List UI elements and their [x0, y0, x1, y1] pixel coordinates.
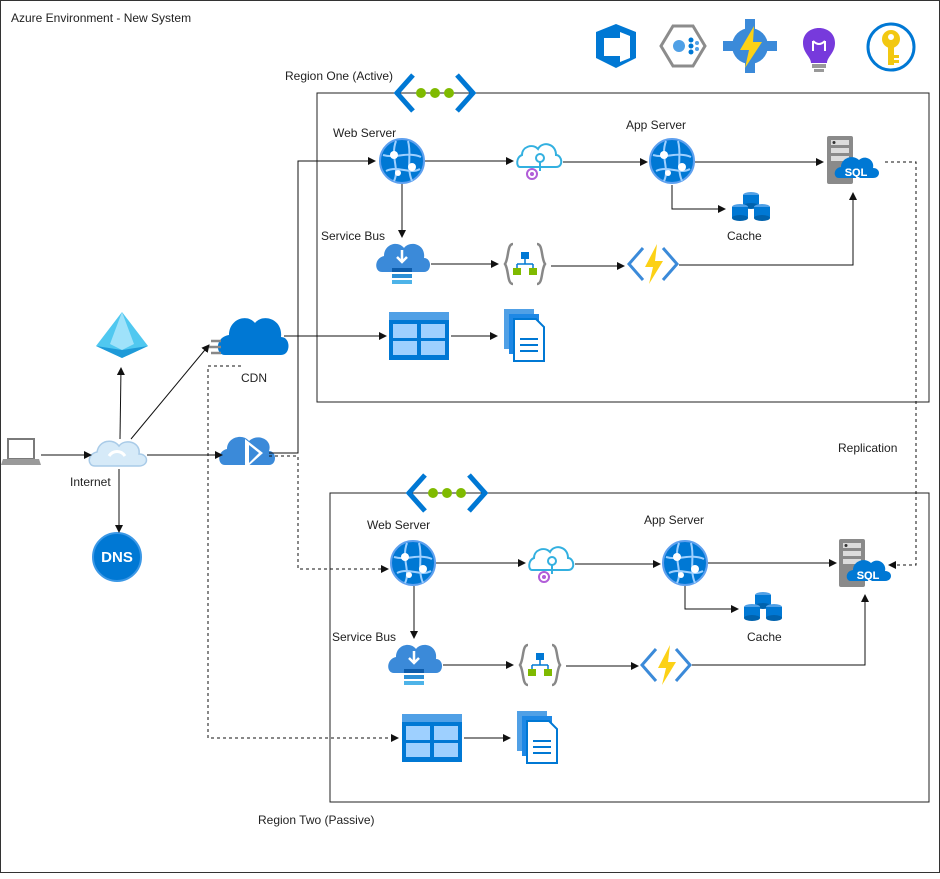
devops-icon: [596, 24, 636, 68]
r2-function-to-sql: [692, 594, 869, 666]
r1-cache-label: Cache: [727, 229, 762, 243]
r1-logic-app-icon: [503, 242, 547, 286]
r1-app-to-cache: [671, 185, 726, 213]
dns-label: DNS: [101, 549, 133, 566]
r2-api-management-icon: [528, 546, 575, 583]
r1-app-server-label: App Server: [626, 118, 686, 132]
region-two-label: Region Two (Passive): [258, 813, 375, 827]
r2-documents-icon: [516, 710, 558, 764]
tm-to-r1-web: [269, 157, 376, 454]
r1-service-bus-icon: [374, 242, 432, 286]
diagram-title: Azure Environment - New System: [11, 11, 191, 25]
r2-app-to-cache: [684, 586, 739, 613]
automation-icon: [723, 19, 777, 73]
internet-label: Internet: [70, 475, 111, 489]
r1-function-to-sql: [679, 192, 857, 266]
r1-function-icon: [627, 242, 679, 286]
dns-icon: DNS: [92, 532, 142, 582]
key-vault-icon: [866, 22, 916, 72]
r1-web-server-icon: [379, 138, 425, 184]
r1-api-management-icon: [516, 143, 563, 180]
r2-app-server-icon: [662, 540, 708, 586]
cdn-label: CDN: [241, 371, 267, 385]
r2-service-bus-icon: [386, 643, 444, 687]
tm-to-r2-web: [269, 455, 389, 573]
cdn-to-r2-storage: [207, 365, 399, 742]
r2-sql-label: SQL: [857, 570, 880, 582]
r1-app-server-icon: [649, 138, 695, 184]
cdn-icon: [209, 318, 289, 355]
region-one-label: Region One (Active): [285, 69, 393, 83]
replication-connector: [885, 161, 917, 569]
r2-function-icon: [640, 643, 692, 687]
r2-web-server-icon: [390, 540, 436, 586]
replication-label: Replication: [838, 441, 897, 455]
r1-cache-icon: [732, 192, 770, 221]
traffic-manager-icon: [219, 436, 275, 469]
region-two-box: [329, 492, 930, 803]
aks-icon: [659, 24, 707, 68]
r2-logic-app-icon: [518, 643, 562, 687]
internet-cloud-icon: [88, 440, 148, 467]
r1-web-server-label: Web Server: [333, 126, 396, 140]
r1-documents-icon: [503, 308, 545, 362]
r2-service-bus-label: Service Bus: [332, 630, 396, 644]
r2-storage-table-icon: [402, 714, 462, 762]
r2-app-server-label: App Server: [644, 513, 704, 527]
laptop-icon: [1, 438, 41, 465]
r2-cache-icon: [744, 592, 782, 621]
region-one-box: [316, 92, 930, 403]
r2-cache-label: Cache: [747, 630, 782, 644]
r1-service-bus-label: Service Bus: [321, 229, 385, 243]
app-insights-icon: [803, 28, 835, 72]
r2-web-server-label: Web Server: [367, 518, 430, 532]
internet-to-ad: [116, 367, 125, 440]
r1-sql-label: SQL: [845, 167, 868, 179]
azure-ad-icon: [96, 312, 148, 358]
r1-storage-table-icon: [389, 312, 449, 360]
internet-to-cdn: [130, 344, 210, 440]
